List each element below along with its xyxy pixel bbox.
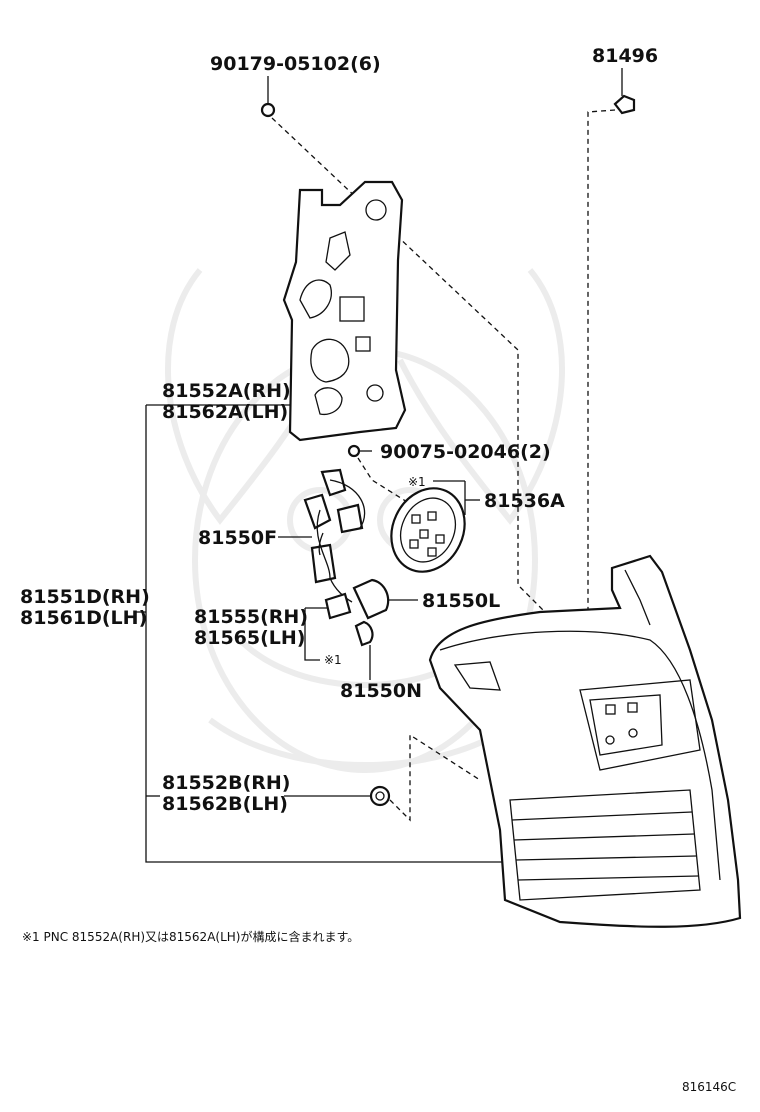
label-grommet-b-lh: 81562B(LH) (162, 793, 288, 815)
note-mark-1: ※1 (408, 475, 426, 489)
gasket-plate-81552a-icon (282, 180, 407, 442)
screw-90075-icon (347, 444, 372, 458)
note-mark-2: ※1 (324, 653, 342, 667)
wire-harness-icon (303, 468, 366, 603)
footnote: ※1 PNC 81552A(RH)又は81562A(LH)が構成に含まれます。 (22, 929, 359, 944)
bolt-90179-icon (260, 76, 276, 118)
label-bulb-81550l: 81550L (422, 590, 500, 612)
socket-plate-81536a-icon (390, 487, 466, 573)
socket-81555-icon (324, 592, 352, 620)
label-socket-lh: 81565(LH) (194, 627, 305, 649)
label-socket-rh: 81555(RH) (194, 606, 308, 628)
tail-lamp-assembly-icon (428, 554, 742, 928)
bulb-81550n-icon (354, 620, 374, 680)
clip-81496-icon (613, 68, 636, 115)
label-socket-plate-81536a: 81536A (484, 490, 565, 512)
bulb-81550l-icon (352, 578, 418, 620)
label-grommet-b-rh: 81552B(RH) (162, 772, 290, 794)
label-screw-90075: 90075-02046(2) (380, 441, 551, 463)
label-gasket-a-lh: 81562A(LH) (162, 401, 288, 423)
label-lamp-assy-rh: 81551D(RH) (20, 586, 150, 608)
label-lamp-assy-lh: 81561D(LH) (20, 607, 147, 629)
label-gasket-a-rh: 81552A(RH) (162, 380, 291, 402)
diagram-code: 816146C (682, 1080, 736, 1094)
label-clip-81496: 81496 (592, 45, 658, 67)
grommet-81552b-icon (369, 785, 391, 807)
label-bulb-81550f: 81550F (198, 527, 277, 549)
label-bulb-81550n: 81550N (340, 680, 422, 702)
label-bolt-90179: 90179-05102(6) (210, 53, 381, 75)
